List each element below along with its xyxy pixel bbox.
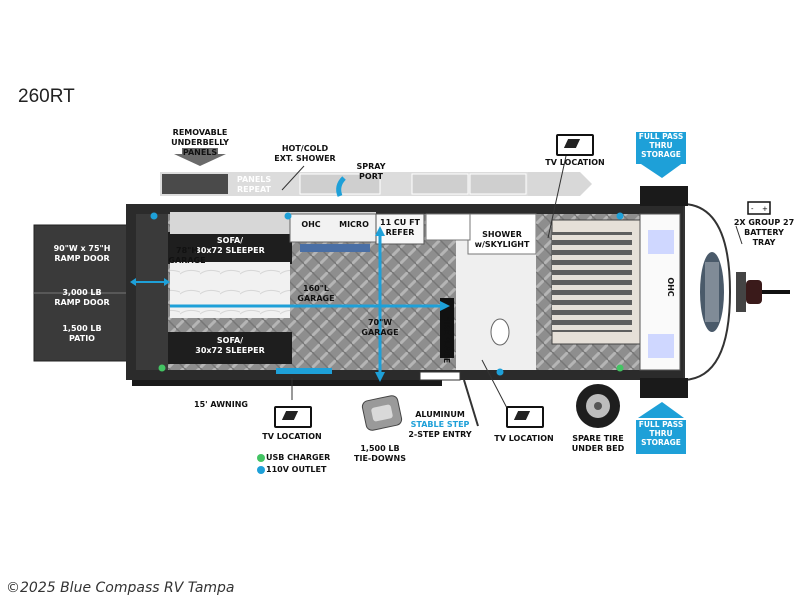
svg-text:+: + <box>762 205 768 213</box>
spare-tire-label: SPARE TIRE UNDER BED <box>571 434 625 453</box>
tv-top-label: TV LOCATION <box>545 158 605 167</box>
tv-right-icon <box>506 406 544 428</box>
model-name: 260RT <box>18 86 75 107</box>
garage-height-label: 78"H GARAGE <box>168 246 206 265</box>
footer-copyright: ©2025 Blue Compass RV Tampa <box>6 580 235 596</box>
garage-width-label: 70"W GARAGE <box>361 318 399 337</box>
step-label-c: 2-STEP ENTRY <box>408 430 472 439</box>
ohc-kitchen-label: OHC <box>301 220 321 229</box>
sofa-bottom-label: SOFA/ 30x72 SLEEPER <box>195 336 265 355</box>
spare-tire-icon <box>576 384 620 428</box>
outlet-legend-dot <box>257 466 265 474</box>
usb-legend-dot <box>257 454 265 462</box>
garage-length-label: 160"L GARAGE <box>297 284 335 303</box>
panels-repeat-label: PANELS REPEAT <box>236 175 272 194</box>
ramp-door-size-label: 90"W x 75"H RAMP DOOR <box>53 244 111 263</box>
step-label-b: STABLE STEP <box>410 420 470 429</box>
sofa-bottom <box>168 332 292 364</box>
full-pass-bottom-label: FULL PASS THRU STORAGE <box>636 420 686 454</box>
tv-right-label: TV LOCATION <box>494 434 554 443</box>
svg-text:-: - <box>751 205 754 213</box>
fireplace-label: FIREPLACE <box>442 314 451 364</box>
battery-label: 2X GROUP 27 BATTERY TRAY <box>733 218 795 247</box>
outlet-legend-label: 110V OUTLET <box>266 465 327 474</box>
ramp-door-weight-label: 3,000 LB RAMP DOOR <box>54 288 110 307</box>
step-label-a: ALUMINUM <box>415 410 465 419</box>
battery-icon: - + <box>747 201 771 215</box>
sofa-top-label: SOFA/ 30x72 SLEEPER <box>195 236 265 255</box>
patio-label: 1,500 LB PATIO <box>62 324 102 343</box>
micro-label: MICRO <box>339 220 369 229</box>
tie-down-icon <box>361 395 403 431</box>
usb-legend-label: USB CHARGER <box>266 453 331 462</box>
awning-label: 15' AWNING <box>194 400 248 409</box>
tv-left-label: TV LOCATION <box>262 432 322 441</box>
ohc-bedroom-label: OHC <box>666 277 675 297</box>
full-pass-top-label: FULL PASS THRU STORAGE <box>636 132 686 164</box>
spray-port-label: SPRAY PORT <box>356 162 386 181</box>
tie-downs-label: 1,500 LB TIE-DOWNS <box>354 444 406 463</box>
ext-shower-label: HOT/COLD EXT. SHOWER <box>274 144 336 163</box>
tv-left-icon <box>274 406 312 428</box>
underbelly-label: REMOVABLE UNDERBELLY PANELS <box>171 128 229 157</box>
tv-top-icon <box>556 134 594 156</box>
sofa-top <box>168 232 292 264</box>
shower-label: SHOWER w/SKYLIGHT <box>474 230 530 249</box>
awning <box>132 380 442 386</box>
refer-label: 11 CU FT REFER <box>380 218 420 237</box>
